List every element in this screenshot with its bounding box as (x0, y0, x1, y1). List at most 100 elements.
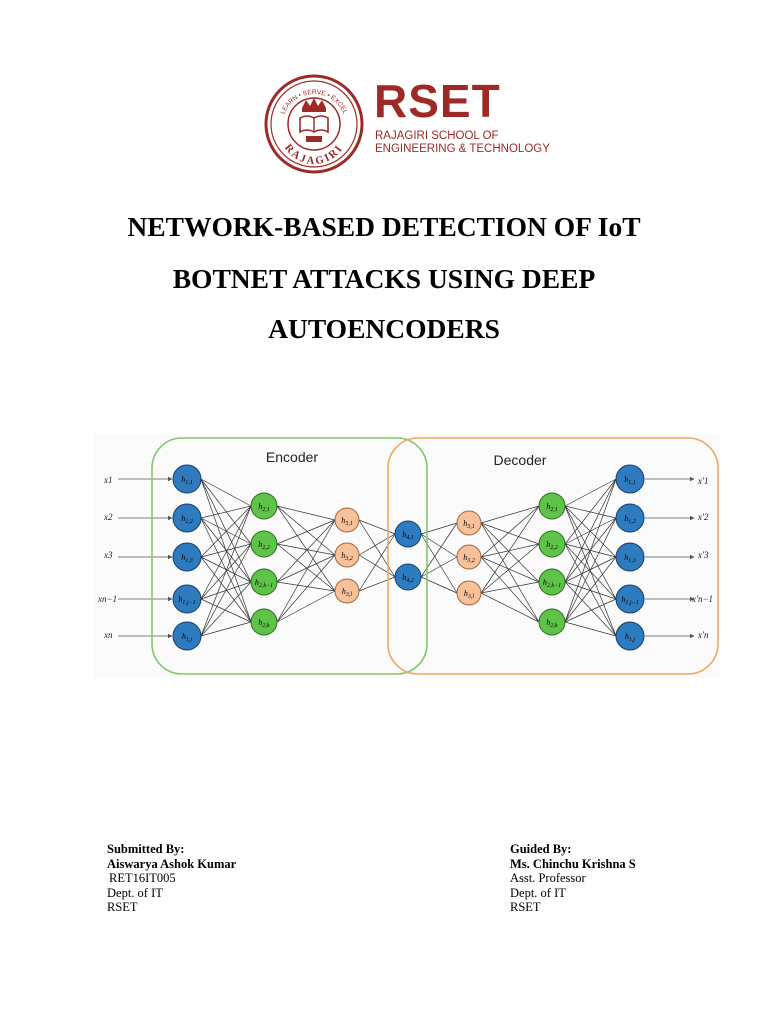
svg-text:h1,j−1: h1,j−1 (178, 595, 195, 606)
guided-heading: Guided By: (510, 842, 572, 856)
svg-text:h1,3: h1,3 (624, 553, 636, 564)
output-label: x′n (697, 630, 709, 640)
svg-text:h1,j: h1,j (182, 632, 193, 643)
connection-edge (358, 519, 396, 578)
node: h1,1 (615, 464, 645, 494)
connection-edge (480, 543, 540, 558)
svg-text:h1,2: h1,2 (624, 514, 636, 525)
connection-edge (200, 505, 252, 519)
node: h4,2 (394, 563, 422, 591)
connection-edge (564, 556, 617, 623)
svg-text:h2,k−1: h2,k−1 (255, 578, 273, 589)
connection-edge (480, 505, 540, 558)
output-label: x′3 (697, 550, 709, 560)
node: h3,1 (456, 510, 482, 536)
node: h1,2 (615, 503, 645, 533)
input-label: xn−1 (97, 594, 117, 604)
connection-edge (200, 517, 252, 623)
guide-org: RSET (510, 900, 541, 914)
svg-text:h4,2: h4,2 (402, 573, 414, 584)
node: h2,k (250, 608, 278, 636)
connection-edge (276, 590, 336, 623)
input-label: x1 (103, 475, 113, 485)
student-dept: Dept. of IT (107, 885, 163, 900)
output-label: x′n−1 (691, 594, 713, 604)
svg-text:h1,j−1: h1,j−1 (621, 595, 638, 606)
encoder-label: Encoder (266, 449, 318, 465)
connection-edge (200, 505, 252, 637)
connection-edge (480, 505, 540, 524)
node: h1,3 (172, 542, 202, 572)
node: h2,1 (538, 492, 566, 520)
node: h2,2 (250, 530, 278, 558)
student-id: RET16IT005 (109, 871, 176, 885)
brand-subtitle-line2: ENGINEERING & TECHNOLOGY (375, 143, 550, 155)
connection-edge (200, 505, 252, 558)
node: h2,k (538, 608, 566, 636)
connection-edge (564, 621, 617, 637)
connection-edge (200, 556, 252, 583)
connection-edge (480, 556, 540, 583)
connection-edge (564, 598, 617, 623)
node: h2,1 (250, 492, 278, 520)
svg-text:h2,k: h2,k (546, 618, 558, 629)
connection-edge (276, 505, 336, 521)
node: h3,1 (334, 507, 360, 533)
guide-dept: Dept. of IT (510, 885, 566, 900)
node: h1,j−1 (615, 584, 645, 614)
svg-text:h2,1: h2,1 (546, 502, 558, 513)
svg-text:h2,k−1: h2,k−1 (543, 578, 561, 589)
connection-edge (358, 576, 396, 592)
output-label: x′1 (697, 476, 708, 486)
connection-edge (480, 581, 540, 594)
svg-text:h1,1: h1,1 (181, 475, 193, 486)
student-org: RSET (107, 900, 138, 914)
decoder-label: Decoder (494, 452, 547, 468)
svg-text:h3,l: h3,l (342, 587, 353, 598)
node: h1,3 (615, 542, 645, 572)
connection-edge (564, 478, 617, 623)
svg-text:RAJAGIRI: RAJAGIRI (282, 142, 346, 167)
connection-edge (200, 478, 252, 507)
node: h1,1 (172, 464, 202, 494)
connection-edge (276, 543, 336, 592)
connection-edge (200, 517, 252, 583)
connection-edge (200, 621, 252, 637)
title-line2: BOTNET ATTACKS USING DEEP (172, 263, 596, 294)
connection-edge (564, 505, 617, 558)
connection-edge (358, 533, 396, 556)
connection-edge (200, 478, 252, 545)
node: h1,j−1 (172, 584, 202, 614)
connection-edge (276, 519, 336, 623)
node: h3,2 (456, 544, 482, 570)
connection-edge (564, 581, 617, 600)
connection-edge (480, 505, 540, 594)
encoder-box (151, 437, 428, 675)
node: h3,l (334, 578, 360, 604)
node: h2,2 (538, 530, 566, 558)
node: h1,j (615, 621, 645, 651)
guided-by-block: Guided By: Ms. Chinchu Krishna S Asst. P… (510, 842, 636, 915)
connection-edge (480, 543, 540, 594)
svg-text:h1,2: h1,2 (181, 514, 193, 525)
svg-text:h4,1: h4,1 (402, 530, 414, 541)
college-seal-icon: LEARN • SERVE • EXCEL RAJAGIRI (264, 74, 364, 174)
seal-name: RAJAGIRI (282, 142, 344, 167)
guide-role: Asst. Professor (510, 871, 586, 885)
svg-text:h1,j: h1,j (625, 632, 636, 643)
svg-text:h2,2: h2,2 (258, 540, 270, 551)
connection-edge (200, 598, 252, 623)
student-name: Aiswarya Ashok Kumar (107, 856, 237, 871)
connection-edge (276, 554, 336, 623)
svg-text:h2,1: h2,1 (258, 502, 270, 513)
connection-edge (200, 478, 252, 583)
title-line1: NETWORK-BASED DETECTION OF IoT (127, 211, 641, 242)
node: h3,2 (334, 542, 360, 568)
svg-text:h3,1: h3,1 (341, 516, 353, 527)
connection-edge (276, 519, 336, 545)
brand-name: RSET (374, 75, 501, 127)
node: h1,2 (172, 503, 202, 533)
svg-text:h2,k: h2,k (258, 618, 270, 629)
connection-edge (564, 478, 617, 545)
svg-text:h3,1: h3,1 (463, 519, 475, 530)
